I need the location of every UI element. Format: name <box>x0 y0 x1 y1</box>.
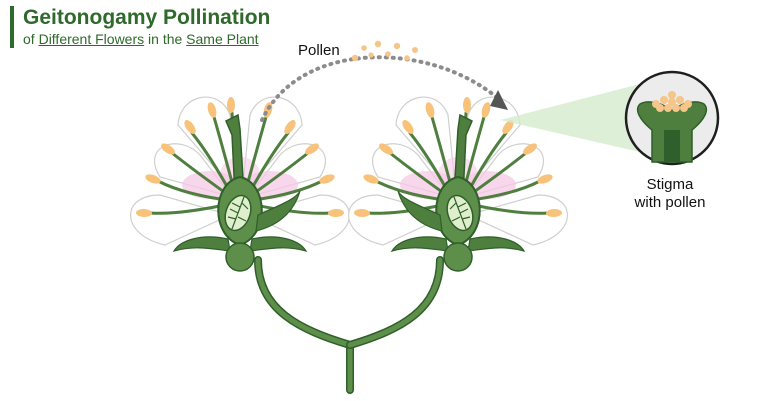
stigma-label-line2: with pollen <box>634 194 706 211</box>
stigma-label-line1: Stigma <box>646 176 694 193</box>
zoom-beam <box>500 84 640 152</box>
flower-left-icon <box>129 95 351 273</box>
title-block: Geitonogamy Pollination of Different Flo… <box>10 6 270 48</box>
pollen-label: Pollen <box>298 42 340 59</box>
pollen-grains-icon <box>351 40 418 62</box>
dotted-arrow-icon <box>260 55 502 122</box>
stigma-magnifier-icon <box>624 70 720 166</box>
plant-stem <box>254 256 444 394</box>
arrow-head-icon <box>490 90 508 110</box>
subtitle-link-different-flowers: Different Flowers <box>38 31 145 47</box>
stigma-label: Stigma with pollen <box>618 176 722 212</box>
subtitle-text-1: of <box>23 31 39 47</box>
page-subtitle: of Different Flowers in the Same Plant <box>23 30 270 48</box>
subtitle-link-same-plant: Same Plant <box>186 31 259 47</box>
subtitle-text-2: in the <box>144 31 187 47</box>
page-title: Geitonogamy Pollination <box>23 6 271 29</box>
